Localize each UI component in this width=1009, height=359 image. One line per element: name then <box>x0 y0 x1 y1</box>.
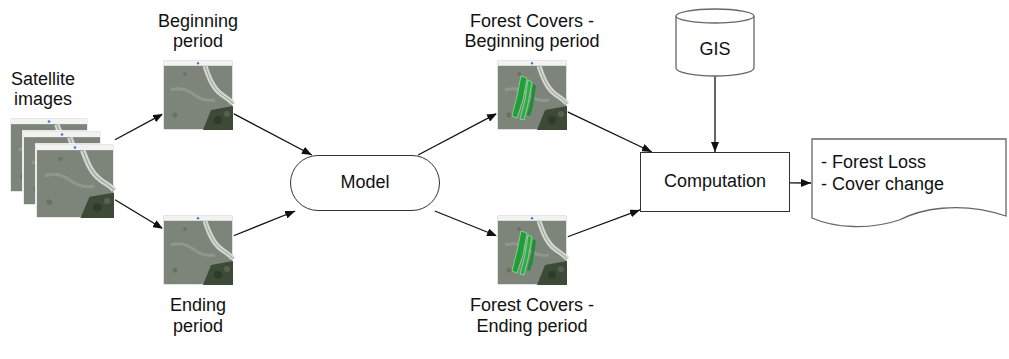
flow-arrow <box>115 114 163 140</box>
flow-arrow <box>714 76 715 152</box>
satellite-thumbnail <box>497 215 567 285</box>
database-cylinder: GIS <box>675 8 755 76</box>
box-label: Computation <box>664 171 766 193</box>
database-label: GIS <box>699 39 730 61</box>
satellite-thumbnail <box>163 215 233 285</box>
image-stack: Satellite images <box>10 118 115 218</box>
output-item: - Forest Loss <box>821 152 997 174</box>
flow-arrow <box>233 113 312 155</box>
flow-arrow <box>233 211 295 236</box>
flow-arrow <box>435 211 497 236</box>
forest-cover-image: Forest Covers - Beginning period <box>497 60 567 130</box>
flow-arrow <box>790 182 811 183</box>
flow-arrow <box>567 210 640 237</box>
output-document: - Forest Loss- Cover change <box>811 138 1007 230</box>
satellite-thumbnail <box>497 60 567 130</box>
satellite-thumbnail <box>10 118 115 218</box>
flow-arrow <box>115 200 163 229</box>
image-label: Ending period <box>143 295 253 336</box>
output-item: - Cover change <box>821 174 997 196</box>
image-label: Satellite images <box>0 69 88 110</box>
image-label: Beginning period <box>143 11 253 52</box>
satellite-image: Ending period <box>163 215 233 285</box>
image-label: Forest Covers - Beginning period <box>447 11 617 52</box>
flow-arrow <box>418 113 497 155</box>
process-box: Computation <box>640 152 790 212</box>
box-label: Model <box>340 172 389 194</box>
satellite-image: Beginning period <box>163 60 233 130</box>
forest-cover-image: Forest Covers - Ending period <box>497 215 567 285</box>
flow-arrow <box>567 112 652 152</box>
image-label: Forest Covers - Ending period <box>447 295 617 336</box>
model-terminal: Model <box>290 155 440 211</box>
satellite-thumbnail <box>163 60 233 130</box>
